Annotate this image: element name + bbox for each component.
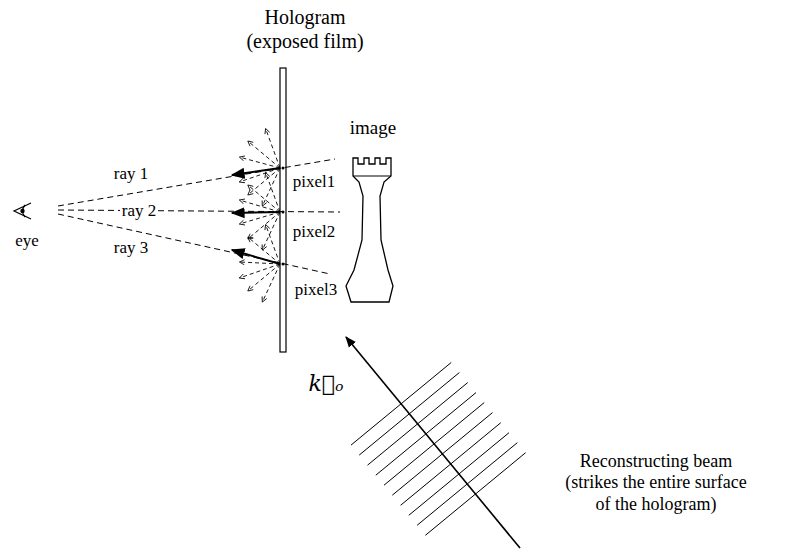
image-ray-arrow	[232, 212, 280, 213]
beam-note: Reconstructing beam (strikes the entire …	[563, 451, 748, 516]
ray-label: ray 3	[112, 238, 150, 258]
eye-outline	[14, 203, 31, 219]
image-label: image	[348, 117, 398, 140]
sight-ray	[58, 210, 340, 212]
diffraction-fan	[232, 173, 285, 251]
diffraction-fan	[232, 129, 285, 207]
pixel-dot	[282, 167, 285, 170]
pixel-label: pixel2	[291, 222, 338, 242]
rook-image	[346, 158, 393, 302]
diffracted-ray	[239, 264, 280, 278]
wave-vector-label: k⃗ₒ	[306, 371, 345, 397]
ray-label: ray 1	[112, 164, 150, 184]
image-ray-arrow	[232, 168, 280, 175]
diffracted-ray	[239, 212, 280, 224]
hologram-film	[280, 68, 286, 352]
diffraction-fan	[232, 225, 285, 303]
diffracted-ray	[239, 157, 280, 168]
pixel-dot	[282, 263, 285, 266]
diffracted-ray	[248, 264, 280, 291]
eye-label: eye	[13, 231, 41, 251]
pixel-dot	[282, 211, 285, 214]
sight-rays	[58, 159, 340, 274]
pixel-label: pixel3	[293, 280, 340, 300]
rook-detail	[353, 176, 391, 177]
diffracted-ray	[262, 168, 280, 206]
diffracted-ray	[262, 264, 280, 302]
diffracted-ray	[262, 212, 280, 250]
diffracted-ray	[248, 212, 280, 239]
diffracted-ray	[248, 185, 280, 212]
film-caption: Hologram (exposed film)	[244, 5, 365, 53]
ray-label: ray 2	[120, 201, 158, 221]
wave-vector-arrow	[346, 337, 520, 548]
diffracted-ray	[239, 200, 280, 212]
pixel-label: pixel1	[291, 172, 338, 192]
sight-ray	[58, 214, 330, 274]
image-ray-arrow	[232, 250, 280, 264]
eye-pupil	[21, 209, 24, 212]
eye-symbol	[14, 203, 31, 219]
